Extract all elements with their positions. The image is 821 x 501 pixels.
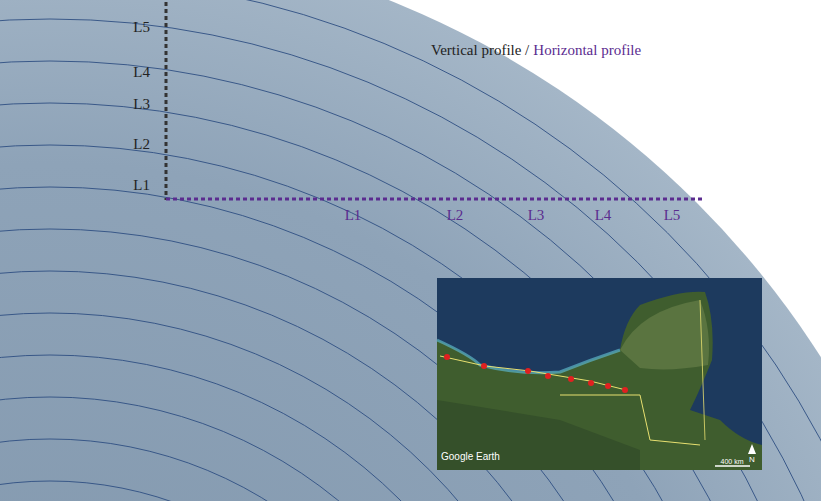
map-watermark: Google Earth: [441, 452, 500, 462]
atmosphere-ring: [0, 61, 821, 501]
vertical-level-label: L3: [133, 97, 150, 112]
map-inset: [437, 278, 762, 470]
horizontal-level-label: L2: [447, 208, 464, 223]
profile-title: Vertical profile /: [431, 43, 529, 58]
atmosphere-ring: [0, 481, 419, 501]
atmosphere-ring: [0, 397, 503, 501]
horizontal-level-label: L5: [664, 208, 681, 223]
profile-title: Horizontal profile: [533, 43, 641, 58]
horizontal-level-label: L1: [345, 208, 362, 223]
atmosphere-ring: [0, 439, 461, 501]
vertical-level-label: L1: [133, 178, 150, 193]
vertical-level-label: L2: [133, 137, 150, 152]
horizontal-level-label: L4: [595, 208, 612, 223]
vertical-level-label: L5: [133, 20, 150, 35]
vertical-level-label: L4: [133, 65, 150, 80]
vertical-profile-line: [165, 2, 168, 200]
atmosphere-ring: [0, 103, 797, 501]
atmosphere-ring: [0, 19, 821, 501]
north-arrow-label: N: [749, 456, 755, 464]
horizontal-profile-line: [166, 198, 702, 201]
horizontal-level-label: L3: [528, 208, 545, 223]
map-scale-label: 400 km: [721, 458, 744, 465]
